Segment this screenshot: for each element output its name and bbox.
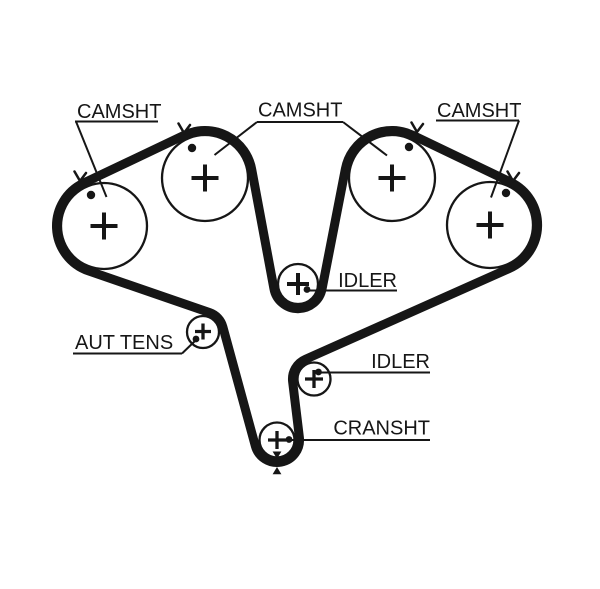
leader-camshaft-center-left [213, 121, 258, 156]
crank-pointer-up-icon [272, 467, 282, 475]
label-camshaft-center: CAMSHT [258, 100, 342, 122]
center-cross-idler-lower-right [305, 370, 323, 388]
timing-dot-camshaft-inner-right [404, 142, 414, 152]
label-camshaft-left: CAMSHT [77, 101, 161, 123]
center-cross-idler-center [287, 273, 309, 295]
center-cross-camshaft-inner-right [378, 164, 406, 192]
center-cross-crankshaft [268, 431, 286, 449]
center-cross-auto-tensioner [195, 323, 211, 340]
timing-dot-camshaft-outer-right [501, 188, 511, 198]
label-auto-tensioner: AUT TENS [75, 332, 173, 354]
label-camshaft-right: CAMSHT [437, 100, 521, 122]
direction-arrow-camshaft-inner-left [177, 122, 192, 136]
leader-camshaft-left [75, 121, 108, 198]
label-idler-center: IDLER [338, 270, 397, 292]
label-idler-lower-right: IDLER [371, 351, 430, 373]
center-cross-camshaft-inner-left [191, 164, 219, 192]
leader-camshaft-right [490, 120, 520, 198]
direction-arrow-camshaft-outer-right [506, 170, 521, 184]
direction-arrow-camshaft-outer-left [73, 170, 88, 184]
center-cross-camshaft-outer-right [476, 211, 504, 239]
leader-auto-tensioner [181, 338, 198, 355]
timing-dot-camshaft-outer-left [86, 190, 96, 200]
center-cross-camshaft-outer-left [90, 212, 118, 240]
timing-dot-camshaft-inner-left [187, 143, 197, 153]
crank-pointer-down-icon [272, 451, 282, 459]
label-crankshaft: CRANSHT [333, 418, 430, 440]
direction-arrow-camshaft-inner-right [410, 121, 425, 135]
leader-camshaft-center-right [342, 121, 388, 157]
timing-belt [52, 125, 543, 467]
